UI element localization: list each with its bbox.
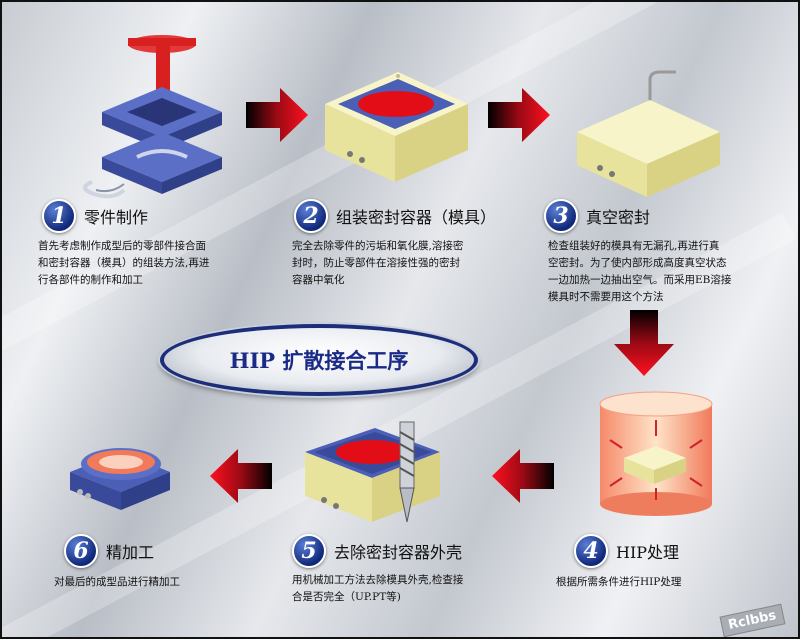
step-number-badge: 3: [544, 199, 578, 233]
hip-treatment-illustration: [599, 391, 713, 516]
step-1-header: 1 零件制作: [42, 199, 148, 233]
part-fabrication-illustration: [83, 35, 222, 199]
step-5-description: 用机械加工方法去除模具外壳,检查接 合是否完全（UP.PT等): [292, 574, 464, 603]
step-3-header: 3 真空密封: [544, 199, 650, 233]
step-number-badge: 6: [64, 534, 98, 568]
watermark: Rclbbs: [719, 603, 786, 637]
container-removal-illustration: [305, 421, 440, 523]
vacuum-seal-illustration: [577, 70, 720, 197]
step-number-badge: 2: [294, 199, 328, 233]
step-title: 真空密封: [586, 208, 651, 227]
finishing-illustration: [70, 448, 170, 510]
step-5-header: 5 去除密封容器外壳: [292, 534, 462, 568]
step-4-header: 4 HIP处理: [574, 534, 679, 568]
process-title: HIP 扩散接合工序: [229, 348, 409, 373]
arrow-down-icon: [614, 310, 674, 376]
step-number-badge: 5: [292, 534, 326, 568]
step-number-badge: 1: [42, 199, 76, 233]
step-title: 去除密封容器外壳: [334, 543, 463, 562]
step-title: 零件制作: [84, 208, 149, 227]
step-1-description: 首先考虑制作成型后的零部件接合面 和密封容器（模具）的组装方法,再进 行各部件的…: [38, 240, 210, 286]
step-6-description: 对最后的成型品进行精加工: [54, 576, 180, 588]
arrow-right-icon: [488, 88, 550, 142]
step-6-header: 6 精加工: [64, 534, 154, 568]
arrow-right-icon: [246, 88, 308, 142]
step-number-badge: 4: [574, 534, 608, 568]
step-title: 精加工: [106, 543, 155, 562]
assembled-container-illustration: [325, 72, 468, 182]
arrow-left-icon: [492, 449, 554, 503]
step-3-description: 检查组装好的模具有无漏孔,再进行真 空密封。为了使内部形成高度真空状态 一边加热…: [548, 240, 732, 303]
step-2-description: 完全去除零件的污垢和氧化膜,溶接密 封时，防止零部件在溶接性强的密封 容器中氧化: [292, 240, 464, 286]
step-2-header: 2 组装密封容器（模具）: [294, 199, 496, 233]
step-4-description: 根据所需条件进行HIP处理: [556, 576, 682, 588]
process-title-banner: HIP 扩散接合工序: [160, 324, 478, 396]
step-title: 组装密封容器（模具）: [336, 208, 497, 227]
arrow-left-icon: [210, 449, 272, 503]
step-title: HIP处理: [616, 543, 680, 562]
